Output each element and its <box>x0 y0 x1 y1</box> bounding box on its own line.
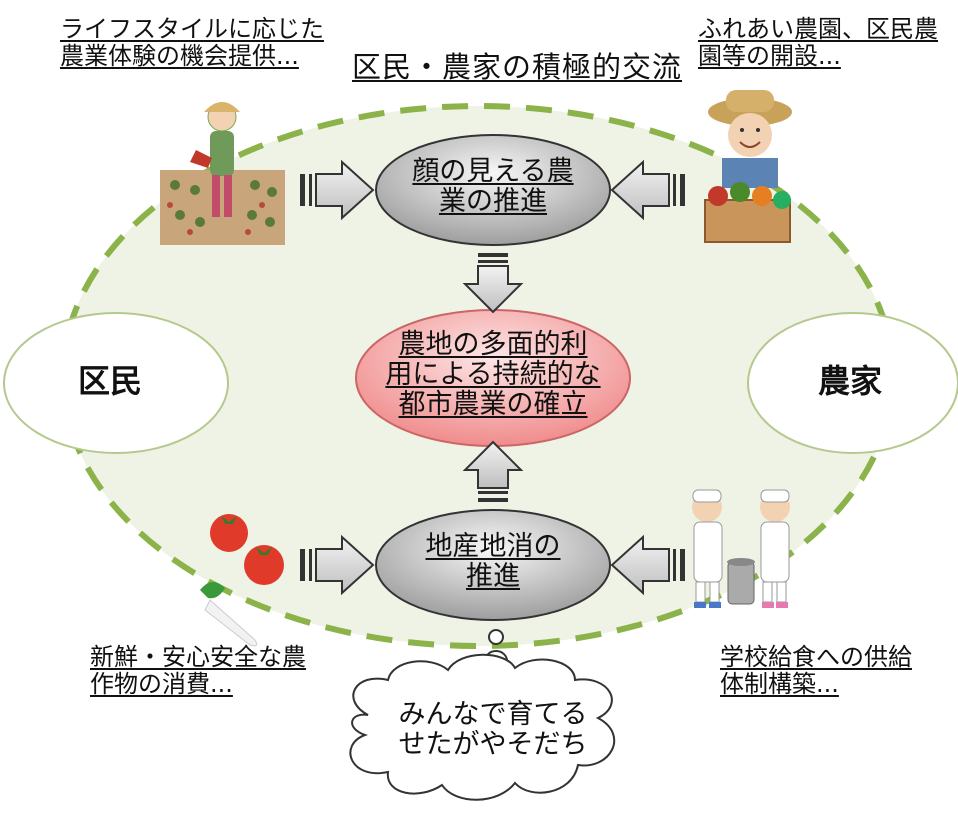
farmer-woman-watering-icon <box>160 102 285 245</box>
caption-bottom-left-line2: 作物の消費... <box>90 669 233 698</box>
bottom-node-line1: 地産地消の <box>425 531 561 562</box>
arrow-left-bottom <box>610 534 685 596</box>
caption-bottom-right: 学校給食への供給 体制構築... <box>720 644 912 698</box>
caption-top-left: ライフスタイルに応じた 農業体験の機会提供... <box>60 16 324 70</box>
cloud-shape <box>349 653 616 801</box>
resident-label: 区民 <box>78 362 143 400</box>
bottom-node-ellipse <box>375 509 611 621</box>
cloud-line2: せたがやそだち <box>398 729 588 761</box>
cloud-text: みんなで育てる せたがやそだち <box>388 699 598 761</box>
left-resident-ellipse <box>3 312 229 454</box>
arrow-right-top <box>300 159 375 221</box>
thought-dot-small <box>488 629 504 645</box>
top-node-line1: 顔の見える農 <box>412 156 574 187</box>
center-node-line3: 都市農業の確立 <box>398 389 588 421</box>
center-node-text: 農地の多面的利 用による持続的な 都市農業の確立 <box>373 329 613 421</box>
bottom-node-text: 地産地消の 推進 <box>393 531 593 593</box>
right-farmer-ellipse <box>747 312 958 454</box>
caption-top-right-line1: ふれあい農園、区民農 <box>698 15 938 43</box>
caption-top-left-line2: 農業体験の機会提供... <box>60 41 299 70</box>
cloud-line1: みんなで育てる <box>398 699 588 730</box>
bottom-node-line2: 推進 <box>466 561 520 593</box>
page-title: 区民・農家の積極的交流 <box>352 50 683 84</box>
top-node-line2: 業の推進 <box>439 186 547 218</box>
caption-top-right-line2: 園等の開設... <box>698 41 841 70</box>
caption-top-right: ふれあい農園、区民農 園等の開設... <box>698 16 938 70</box>
top-node-text: 顔の見える農 業の推進 <box>393 156 593 218</box>
caption-bottom-right-line2: 体制構築... <box>720 669 839 698</box>
farmer-label: 農家 <box>818 362 883 400</box>
arrow-up <box>462 440 524 502</box>
farmer-man-vegetables-icon <box>704 90 792 243</box>
caption-top-left-line1: ライフスタイルに応じた <box>60 15 324 43</box>
arrow-right-bottom <box>300 534 375 596</box>
school-lunch-children-icon <box>692 489 790 608</box>
caption-bottom-right-line1: 学校給食への供給 <box>720 643 912 671</box>
tomatoes-daikon-icon <box>200 514 284 647</box>
caption-bottom-left: 新鮮・安心安全な農 作物の消費... <box>90 644 306 698</box>
arrow-left-top <box>610 159 685 221</box>
center-node-line2: 用による持続的な <box>385 359 601 391</box>
caption-bottom-left-line1: 新鮮・安心安全な農 <box>90 643 306 671</box>
top-node-ellipse <box>375 134 611 246</box>
arrow-down <box>462 253 524 314</box>
center-node-line1: 農地の多面的利 <box>398 329 588 360</box>
